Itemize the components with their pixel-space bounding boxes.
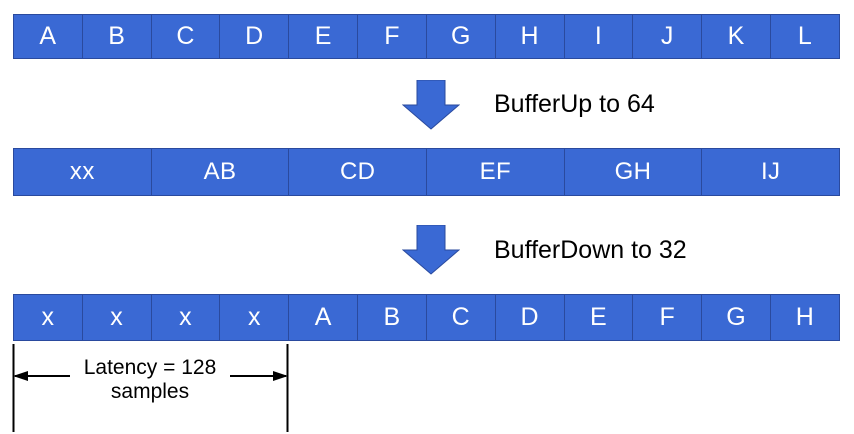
buffer-cell: D [495,295,565,340]
buffer-cell: F [633,295,703,340]
buffer-cell: D [220,15,290,58]
buffer-cell: GH [564,149,703,195]
buffer-cell: A [289,295,359,340]
buffer-cell: G [426,15,496,58]
buffer-cell: x [220,295,290,340]
buffer-cell: C [151,15,221,58]
bufferdown-operation-label: BufferDown to 32 [494,236,687,264]
buffer-cell: CD [289,149,428,195]
buffer-cell: E [564,295,634,340]
bufferup-operation-label: BufferUp to 64 [494,90,655,118]
bufferup-row: xx AB CD EF GH IJ [13,148,840,196]
buffer-cell: x [151,295,221,340]
buffer-cell: B [358,295,427,340]
buffer-cell: E [289,15,359,58]
input-buffer-row: A B C D E F G H I J K L [13,14,840,59]
buffer-cell: L [771,15,839,58]
buffer-cell: F [358,15,427,58]
buffer-cell: K [702,15,772,58]
buffer-cell: x [82,295,152,340]
buffer-cell: J [633,15,703,58]
buffer-cell: I [564,15,634,58]
buffer-cell: C [426,295,496,340]
buffer-cell: G [702,295,772,340]
buffer-cell: IJ [702,149,840,195]
buffer-cell: AB [151,149,290,195]
down-arrow-icon [402,225,460,275]
down-arrow-icon [402,80,460,130]
buffer-cell: H [771,295,839,340]
buffer-cell: xx [14,149,152,195]
buffer-cell: x [14,295,83,340]
bufferdown-row: x x x x A B C D E F G H [13,294,840,341]
buffer-cell: B [82,15,152,58]
buffer-cell: H [495,15,565,58]
buffer-cell: EF [427,149,565,195]
buffer-cell: A [14,15,83,58]
latency-annotation [0,342,340,434]
